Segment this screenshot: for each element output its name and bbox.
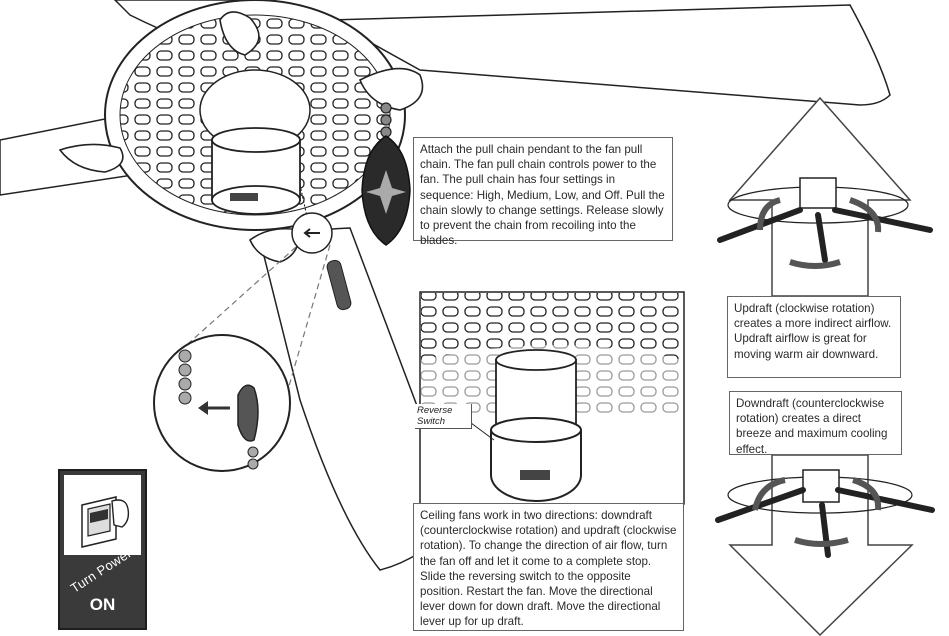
updraft-text: Updraft (clockwise rotation) creates a m… bbox=[734, 302, 892, 361]
pull-chain bbox=[299, 102, 392, 231]
reverse-direction-callout: Ceiling fans work in two directions: dow… bbox=[413, 503, 684, 631]
switch-housing bbox=[211, 127, 301, 215]
fan-blade-right bbox=[327, 4, 891, 106]
updraft-callout: Updraft (clockwise rotation) creates a m… bbox=[727, 296, 901, 378]
wall-switch-icon bbox=[64, 475, 141, 555]
motor-housing bbox=[104, 0, 406, 231]
blade-iron bbox=[58, 11, 424, 263]
zoom-indicator bbox=[169, 212, 352, 411]
pull-chain-pendant bbox=[361, 135, 411, 246]
on-label: ON bbox=[89, 595, 116, 614]
downdraft-text: Downdraft (counterclockwise rotation) cr… bbox=[736, 397, 888, 456]
reverse-switch-detail bbox=[419, 291, 685, 505]
turn-power-on-badge: Turn Power ON bbox=[58, 469, 147, 630]
downdraft-arrow bbox=[715, 454, 935, 636]
updraft-arrow bbox=[717, 96, 933, 297]
zoom-detail-circle bbox=[153, 334, 291, 472]
downdraft-callout: Downdraft (counterclockwise rotation) cr… bbox=[729, 391, 902, 456]
reverse-switch-label: Reverse Switch bbox=[415, 404, 472, 429]
reverse-direction-text: Ceiling fans work in two directions: dow… bbox=[420, 509, 677, 629]
pull-chain-callout: Attach the pull chain pendant to the fan… bbox=[413, 137, 673, 247]
pull-chain-text: Attach the pull chain pendant to the fan… bbox=[420, 143, 665, 248]
